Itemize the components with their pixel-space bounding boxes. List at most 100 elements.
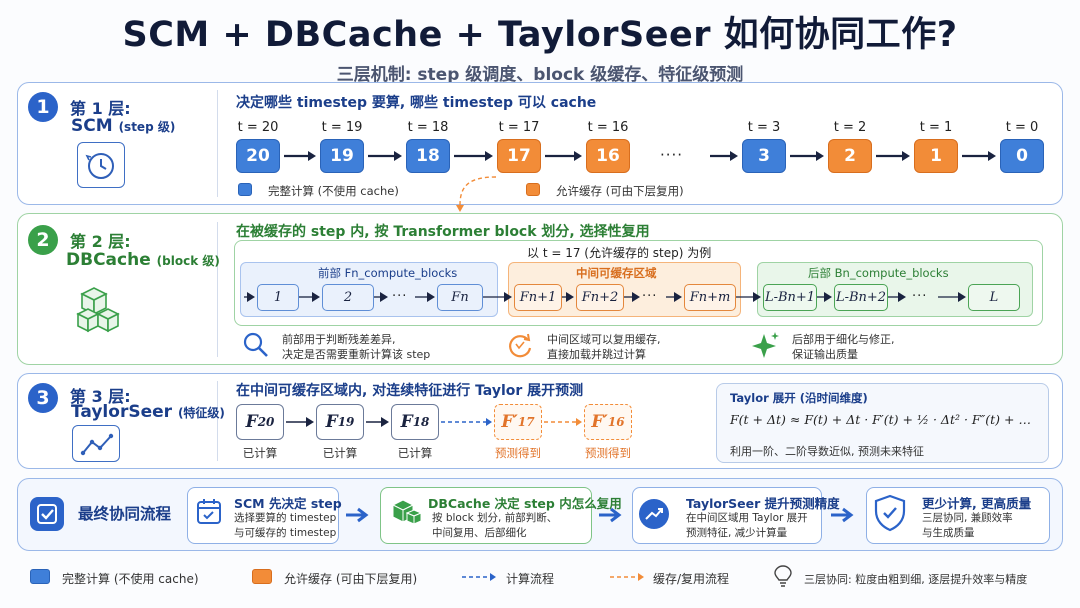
layer1-number: 1: [28, 92, 58, 122]
block-example-frame: [234, 240, 1043, 326]
timestep-label: t = 17: [498, 120, 540, 135]
lightbulb-icon: [774, 565, 792, 587]
bottom-legend-cache-swatch: [252, 569, 272, 584]
final-step2-title: DBCache 决定 step 内怎么复用: [428, 496, 622, 511]
transformer-block: L: [968, 284, 1020, 311]
final-title: 最终协同流程: [78, 505, 172, 523]
timestep-label: t = 3: [747, 120, 781, 135]
final-step4-desc: 三层协同, 兼顾效率与生成质量: [922, 512, 1013, 539]
layer2-label: 第 2 层:: [70, 232, 131, 251]
dots-mid: ···: [642, 289, 658, 304]
layer2-name: DBCache (block 级): [66, 250, 220, 270]
bottom-legend-cache: 允许缓存 (可由下层复用): [284, 572, 418, 586]
feature-box: F′16: [584, 404, 632, 440]
layer1-name: SCM (step 级): [71, 116, 176, 136]
bottom-legend-compute-swatch: [30, 569, 50, 584]
timestep-box: 19: [320, 139, 364, 173]
feature-subscript: 17: [517, 415, 535, 429]
timestep-label: t = 16: [587, 120, 629, 135]
dots-back: ···: [912, 289, 928, 304]
layer2-note1: 前部用于判断残差差异,决定是否需要重新计算该 step: [282, 333, 431, 361]
trend-chart-icon: [72, 425, 120, 462]
feature-label: 预测得到: [585, 446, 631, 460]
mid-group-title: 中间可缓存区域: [576, 266, 657, 280]
back-group-title: 后部 Bn_compute_blocks: [808, 266, 949, 280]
timestep-label: t = 18: [407, 120, 449, 135]
transformer-block: L-Bn+2: [834, 284, 888, 311]
feature-label: 已计算: [242, 446, 278, 460]
layer2-example: 以 t = 17 (允许缓存的 step) 为例: [527, 246, 712, 260]
cube-stack-icon: [391, 499, 423, 525]
transformer-block: Fn+m: [684, 284, 736, 311]
layer1-divider: [217, 90, 218, 197]
final-step-scm: [187, 487, 339, 544]
timestep-box: 20: [236, 139, 280, 173]
legend-cache-swatch: [526, 183, 540, 196]
layer3-name: TaylorSeer (特征级): [71, 402, 225, 422]
timestep-label: t = 19: [321, 120, 363, 135]
layer3-number: 3: [28, 383, 58, 413]
timestep-box: 16: [586, 139, 630, 173]
cubes-icon: [76, 287, 120, 333]
layer1-legend-cache: 允许缓存 (可由下层复用): [556, 184, 684, 198]
timestep-box: 2: [828, 139, 872, 173]
final-step2-desc: 按 block 划分, 前部判断、中间复用、后部细化: [432, 512, 558, 539]
legend-compute-swatch: [238, 183, 252, 196]
layer3-divider: [217, 381, 218, 461]
transformer-block: L-Bn+1: [763, 284, 817, 311]
layer1-heading: 决定哪些 timestep 要算, 哪些 timestep 可以 cache: [236, 95, 597, 111]
timestep-label: t = 20: [237, 120, 279, 135]
taylor-formula-box: [716, 383, 1049, 463]
taylor-formula: F(t + Δt) ≈ F(t) + Δt · F′(t) + ½ · Δt² …: [730, 412, 1031, 427]
page-subtitle: 三层机制: step 级调度、block 级缓存、特征级预测: [336, 65, 744, 85]
feature-subscript: 16: [607, 415, 625, 429]
layer3-heading: 在中间可缓存区域内, 对连续特征进行 Taylor 展开预测: [236, 383, 584, 399]
calendar-check-icon: [197, 499, 221, 524]
final-step4-title: 更少计算, 更高质量: [922, 496, 1032, 511]
transformer-block: 1: [257, 284, 299, 311]
page-title: SCM + DBCache + TaylorSeer 如何协同工作?: [122, 15, 958, 55]
final-step3-title: TaylorSeer 提升预测精度: [686, 496, 840, 511]
layer2-divider: [217, 222, 218, 357]
timestep-box: 1: [914, 139, 958, 173]
bottom-legend-compute-flow: 计算流程: [506, 572, 555, 586]
clock-icon: [77, 142, 125, 188]
transformer-block: Fn+2: [576, 284, 624, 311]
feature-box: F′17: [494, 404, 542, 440]
layer2-heading: 在被缓存的 step 内, 按 Transformer block 划分, 选择…: [236, 224, 650, 240]
timestep-label: t = 0: [1005, 120, 1039, 135]
layer1-legend-compute: 完整计算 (不使用 cache): [268, 184, 399, 198]
timestep-label: t = 1: [919, 120, 953, 135]
transformer-block: 2: [322, 284, 374, 311]
timestep-ellipsis: ····: [660, 146, 684, 164]
shield-check-icon: [874, 494, 906, 532]
dots-front: ···: [392, 289, 408, 304]
front-group-title: 前部 Fn_compute_blocks: [318, 266, 458, 280]
feature-symbol: F: [400, 412, 413, 432]
feature-subscript: 18: [412, 415, 430, 429]
timestep-box: 0: [1000, 139, 1044, 173]
bottom-legend-tip: 三层协同: 粒度由粗到细, 逐层提升效率与精度: [804, 573, 1028, 586]
formula-note: 利用一阶、二阶导数近似, 预测未来特征: [730, 445, 924, 458]
feature-symbol: F: [325, 412, 338, 432]
check-badge-icon: [30, 497, 64, 531]
feature-subscript: 20: [257, 415, 275, 429]
feature-symbol: F: [245, 412, 258, 432]
trend-up-icon: [639, 499, 669, 529]
layer2-number: 2: [28, 225, 58, 255]
feature-symbol: F′: [591, 412, 608, 432]
feature-label: 预测得到: [495, 446, 541, 460]
layer3-label: 第 3 层:: [70, 387, 131, 406]
formula-title: Taylor 展开 (沿时间维度): [730, 391, 868, 405]
refresh-icon: [509, 333, 532, 358]
layer2-note2: 中间区域可以复用缓存,直接加载并跳过计算: [547, 333, 661, 361]
feature-symbol: F′: [501, 412, 518, 432]
final-step3-desc: 在中间区域用 Taylor 展开预测特征, 减少计算量: [686, 512, 808, 539]
timestep-box: 3: [742, 139, 786, 173]
